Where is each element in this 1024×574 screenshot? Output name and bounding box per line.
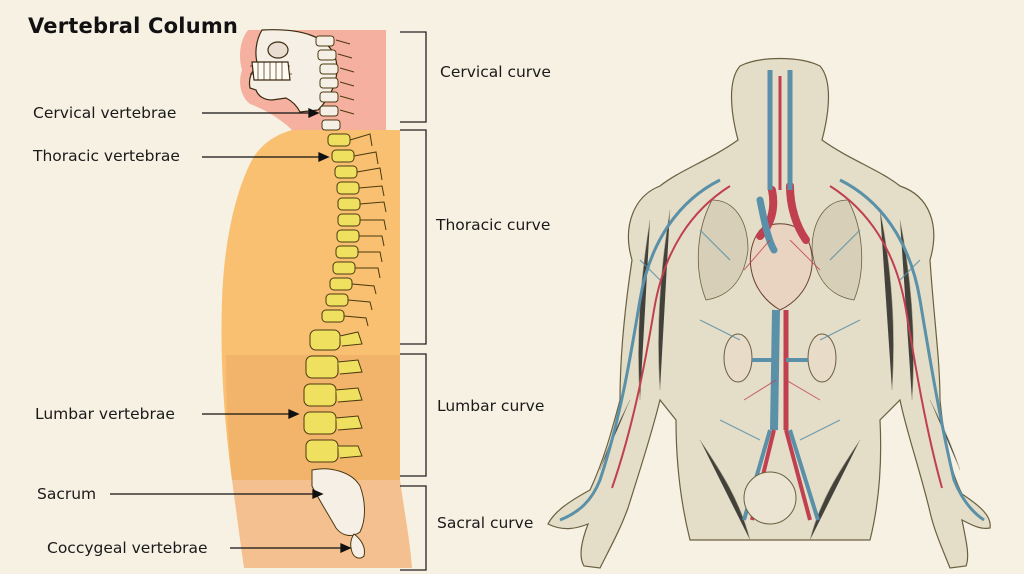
label-thoracic-vertebrae: Thoracic vertebrae <box>33 147 180 165</box>
spine-icon <box>303 35 387 559</box>
label-lumbar-curve: Lumbar curve <box>437 397 545 415</box>
label-arrows <box>110 107 352 554</box>
label-sacrum: Sacrum <box>37 485 97 503</box>
skull-icon <box>248 29 338 113</box>
label-thoracic-curve: Thoracic curve <box>436 216 551 234</box>
label-cervical-vertebrae: Cervical vertebrae <box>33 104 177 122</box>
slide-title: Vertebral Column <box>28 14 239 38</box>
circulatory-system-icon <box>547 57 991 569</box>
label-lumbar-vertebrae: Lumbar vertebrae <box>35 405 175 423</box>
label-cervical-curve: Cervical curve <box>440 63 551 81</box>
curve-brackets <box>400 31 427 571</box>
label-coccygeal-vertebrae: Coccygeal vertebrae <box>47 539 208 557</box>
label-sacral-curve: Sacral curve <box>437 514 534 532</box>
